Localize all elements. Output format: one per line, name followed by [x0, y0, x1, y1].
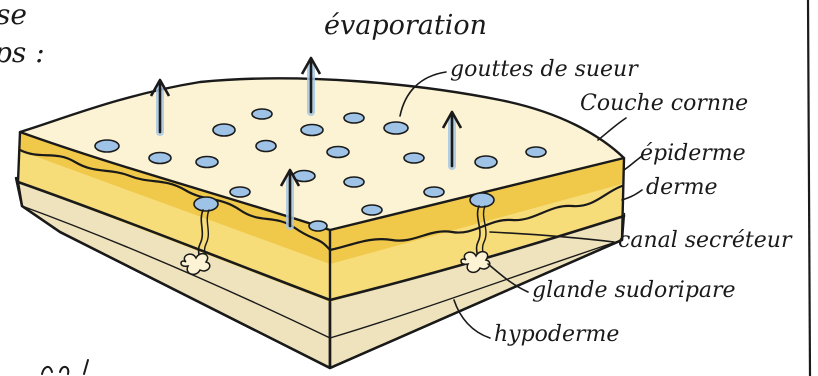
sweat-drop: [213, 124, 235, 136]
leader-couche: [598, 118, 626, 140]
sweat-drop: [475, 156, 497, 168]
fragment-mid-text: ps :: [0, 36, 45, 69]
label-glande-sudoripare: glande sudoripare: [532, 278, 736, 303]
sweat-drop: [309, 221, 327, 231]
label-canal-secreteur: canal secréteur: [618, 228, 793, 253]
sweat-drop: [344, 177, 364, 187]
leader-derme: [622, 190, 642, 200]
sweat-drop: [301, 125, 323, 136]
sweat-drop: [404, 153, 424, 163]
page-border-line: [808, 0, 810, 376]
sweat-drop: [327, 147, 349, 158]
sweat-drop: [196, 157, 218, 168]
label-derme: derme: [646, 175, 718, 200]
sweat-drop: [384, 122, 408, 134]
label-gouttes-de-sueur: gouttes de sueur: [450, 57, 639, 82]
label-evaporation: évaporation: [324, 10, 487, 41]
sweat-drop: [526, 147, 546, 157]
sweat-drop: [252, 109, 272, 119]
sweat-drop: [230, 187, 250, 197]
label-epiderme: épiderme: [640, 141, 746, 166]
sweat-drop: [424, 187, 444, 197]
sweat-drop: [256, 141, 276, 152]
sweat-drop-pore: [470, 193, 494, 207]
scribble-fragment: [42, 360, 88, 374]
fragment-top-text: se: [0, 0, 27, 31]
sweat-drop: [362, 205, 382, 215]
sweat-drop: [95, 140, 119, 152]
label-couche-cornee: Couche cornne: [580, 91, 748, 116]
sweat-drop: [149, 153, 171, 164]
label-hypoderme: hypoderme: [494, 322, 619, 347]
sweat-drop-pore: [194, 197, 218, 211]
sweat-drop: [344, 113, 364, 123]
